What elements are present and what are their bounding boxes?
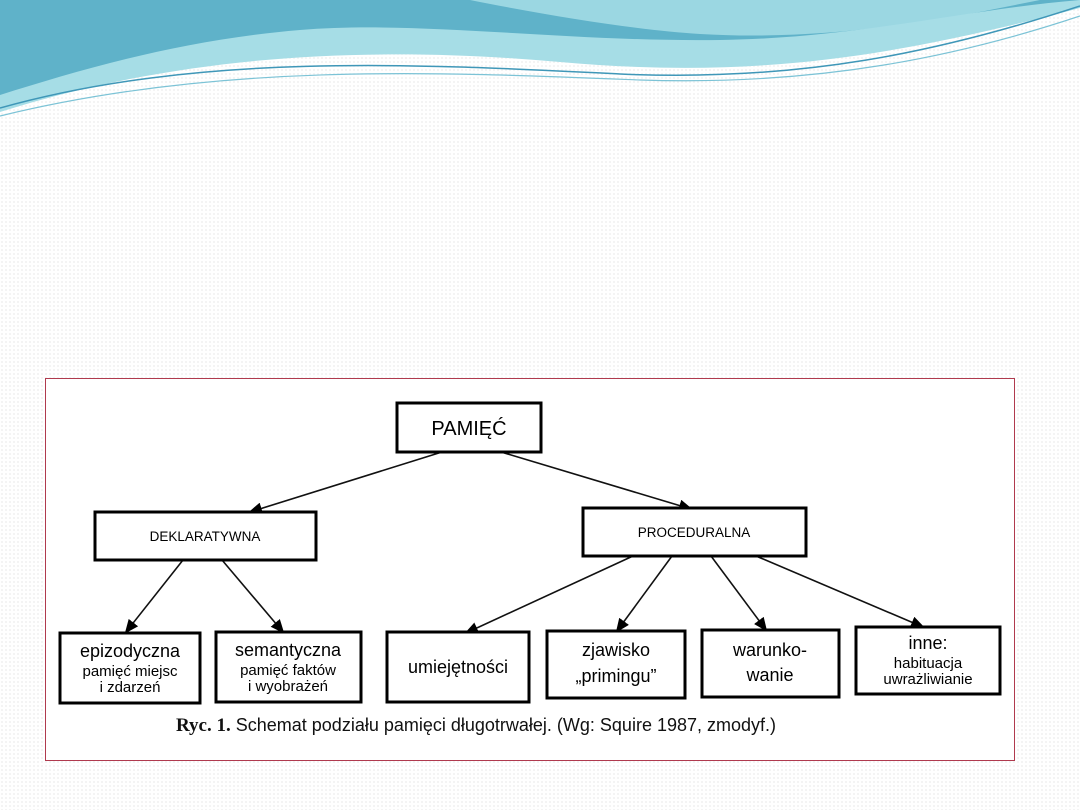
node-root-label: PAMIĘĆ bbox=[431, 417, 506, 440]
wave-line-2 bbox=[0, 15, 1080, 117]
decorative-wave-banner bbox=[0, 0, 1080, 117]
node-priming: zjawisko „primingu” bbox=[545, 629, 687, 700]
node-other-line1: habituacja bbox=[894, 655, 963, 672]
figure-frame: PAMIĘĆ DEKLARATYWNA PROCEDURALNA epizody… bbox=[45, 378, 1015, 761]
edge-procedural-to-priming bbox=[615, 555, 673, 633]
node-skills-title: umiejętności bbox=[408, 657, 508, 677]
node-priming-line2: „primingu” bbox=[575, 666, 656, 686]
node-declarative: DEKLARATYWNA bbox=[93, 510, 318, 562]
edge-declarative-to-semantic bbox=[221, 559, 285, 634]
node-semantic-line1: pamięć faktów bbox=[240, 662, 336, 679]
figure-caption: Ryc. 1. Schemat podziału pamięci długotr… bbox=[176, 715, 996, 737]
node-other-title: inne: bbox=[908, 633, 947, 653]
node-skills: umiejętności bbox=[385, 630, 531, 704]
node-episodic-title: epizodyczna bbox=[80, 641, 181, 661]
node-episodic-line2: i zdarzeń bbox=[100, 679, 161, 696]
node-episodic-line1: pamięć miejsc bbox=[82, 663, 178, 680]
edge-root-to-procedural bbox=[500, 451, 693, 512]
node-other: inne: habituacja uwrażliwianie bbox=[854, 625, 1002, 696]
node-conditioning-line2: wanie bbox=[745, 665, 793, 685]
node-semantic-line2: i wyobrażeń bbox=[248, 678, 328, 695]
wave-highlight-shape bbox=[470, 0, 1040, 36]
node-procedural: PROCEDURALNA bbox=[581, 506, 808, 558]
memory-classification-diagram: PAMIĘĆ DEKLARATYWNA PROCEDURALNA epizody… bbox=[58, 401, 1002, 705]
node-priming-line1: zjawisko bbox=[582, 640, 650, 660]
wave-line-1 bbox=[0, 5, 1080, 109]
edge-procedural-to-other bbox=[755, 555, 925, 628]
node-root: PAMIĘĆ bbox=[395, 401, 543, 454]
node-semantic: semantyczna pamięć faktów i wyobrażeń bbox=[214, 630, 363, 704]
node-episodic: epizodyczna pamięć miejsc i zdarzeń bbox=[58, 631, 202, 705]
node-procedural-label: PROCEDURALNA bbox=[638, 525, 751, 540]
figure-caption-label: Ryc. 1. bbox=[176, 715, 231, 736]
node-declarative-label: DEKLARATYWNA bbox=[150, 529, 261, 544]
edge-procedural-to-skills bbox=[464, 555, 634, 634]
figure-caption-text: Schemat podziału pamięci długotrwałej. (… bbox=[230, 715, 777, 735]
node-conditioning: warunko- wanie bbox=[700, 628, 841, 699]
node-conditioning-line1: warunko- bbox=[732, 640, 807, 660]
edge-root-to-declarative bbox=[248, 451, 443, 515]
edge-declarative-to-episodic bbox=[124, 559, 184, 634]
node-semantic-title: semantyczna bbox=[235, 640, 342, 660]
node-other-line2: uwrażliwianie bbox=[883, 671, 972, 688]
edge-procedural-to-conditioning bbox=[710, 555, 768, 632]
